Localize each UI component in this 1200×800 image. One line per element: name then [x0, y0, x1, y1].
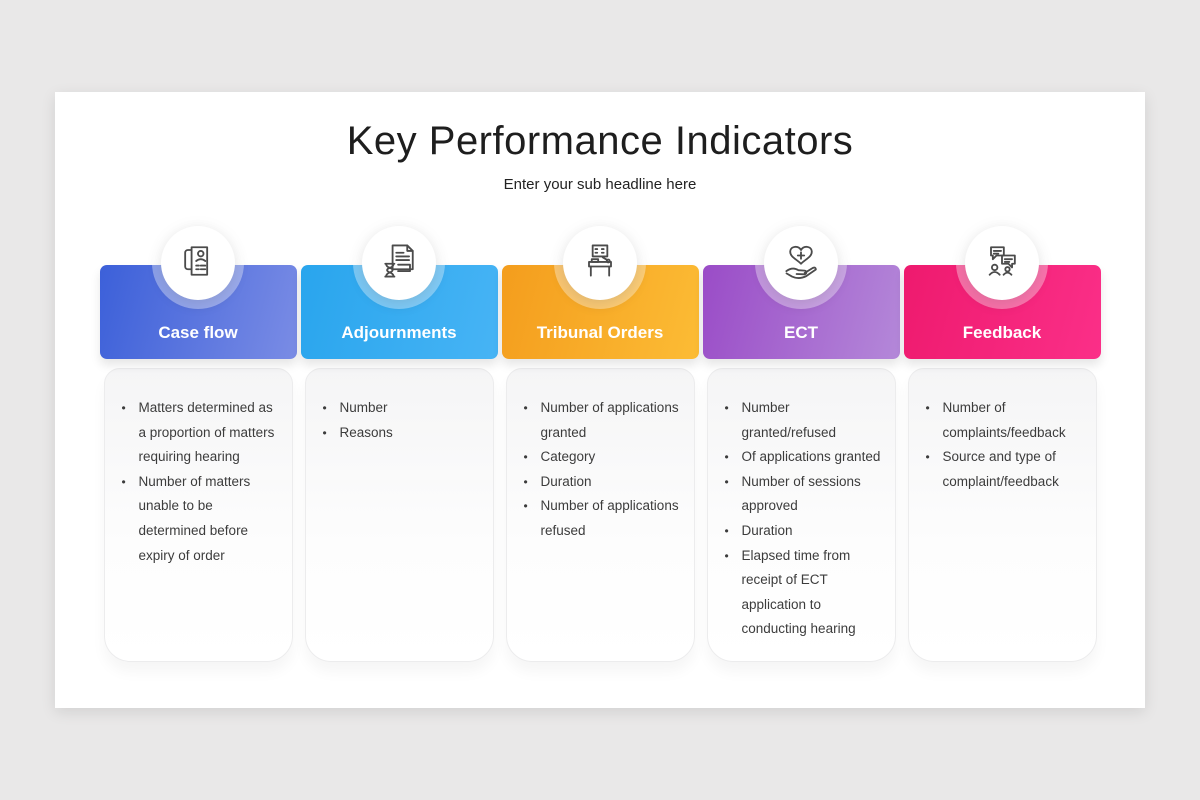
kpi-card-feedback: Feedback Number of complaints/feedbackSo… [903, 226, 1101, 662]
card-body: Number of complaints/feedbackSource and … [907, 368, 1097, 662]
tribunal-bench-icon [578, 239, 622, 288]
bullet-item: Matters determined as a proportion of ma… [122, 396, 282, 470]
feedback-chat-people-icon [980, 239, 1024, 288]
card-title: Case flow [158, 323, 238, 342]
icon-circle [161, 226, 235, 300]
card-body: Number of applications grantedCategoryDu… [505, 368, 695, 662]
kpi-list: Number granted/refusedOf applications gr… [708, 369, 895, 642]
bullet-item: Number granted/refused [725, 396, 885, 445]
kpi-card-ect: ECT Number granted/refusedOf application… [702, 226, 900, 662]
icon-circle [563, 226, 637, 300]
bullet-item: Elapsed time from receipt of ECT applica… [725, 544, 885, 642]
kpi-cards-row: Case flow Matters determined as a propor… [55, 226, 1145, 662]
bullet-item: Number of applications refused [524, 494, 684, 543]
bullet-item: Of applications granted [725, 445, 885, 470]
card-title: Adjournments [341, 323, 457, 342]
bullet-item: Number of applications granted [524, 396, 684, 445]
card-title: Tribunal Orders [536, 323, 664, 342]
card-title: Feedback [962, 323, 1042, 342]
bullet-item: Reasons [323, 421, 483, 446]
card-body: Matters determined as a proportion of ma… [103, 368, 293, 662]
bullet-item: Number [323, 396, 483, 421]
bullet-item: Number of matters unable to be determine… [122, 470, 282, 568]
bullet-item: Duration [524, 470, 684, 495]
page-title: Key Performance Indicators [346, 119, 854, 163]
slide-canvas: Key Performance Indicators Enter your su… [55, 92, 1145, 708]
icon-circle [965, 226, 1039, 300]
bullet-item: Duration [725, 519, 885, 544]
page-subtitle: Enter your sub headline here [503, 176, 697, 193]
card-body: NumberReasons [304, 368, 494, 662]
bullet-item: Source and type of complaint/feedback [926, 445, 1086, 494]
kpi-card-adjournments: Adjournments NumberReasons [300, 226, 498, 662]
document-hourglass-icon [377, 239, 421, 288]
kpi-list: Number of complaints/feedbackSource and … [909, 369, 1096, 494]
card-body: Number granted/refusedOf applications gr… [706, 368, 896, 662]
bullet-item: Category [524, 445, 684, 470]
kpi-card-tribunal-orders: Tribunal Orders Number of applications g… [501, 226, 699, 662]
kpi-list: Number of applications grantedCategoryDu… [507, 369, 694, 544]
card-title: ECT [784, 323, 818, 342]
kpi-list: NumberReasons [306, 369, 493, 445]
case-file-icon [176, 239, 220, 288]
icon-circle [764, 226, 838, 300]
kpi-card-case-flow: Case flow Matters determined as a propor… [99, 226, 297, 662]
hand-heart-health-icon [779, 239, 823, 288]
bullet-item: Number of sessions approved [725, 470, 885, 519]
kpi-list: Matters determined as a proportion of ma… [105, 369, 292, 568]
icon-circle [362, 226, 436, 300]
bullet-item: Number of complaints/feedback [926, 396, 1086, 445]
